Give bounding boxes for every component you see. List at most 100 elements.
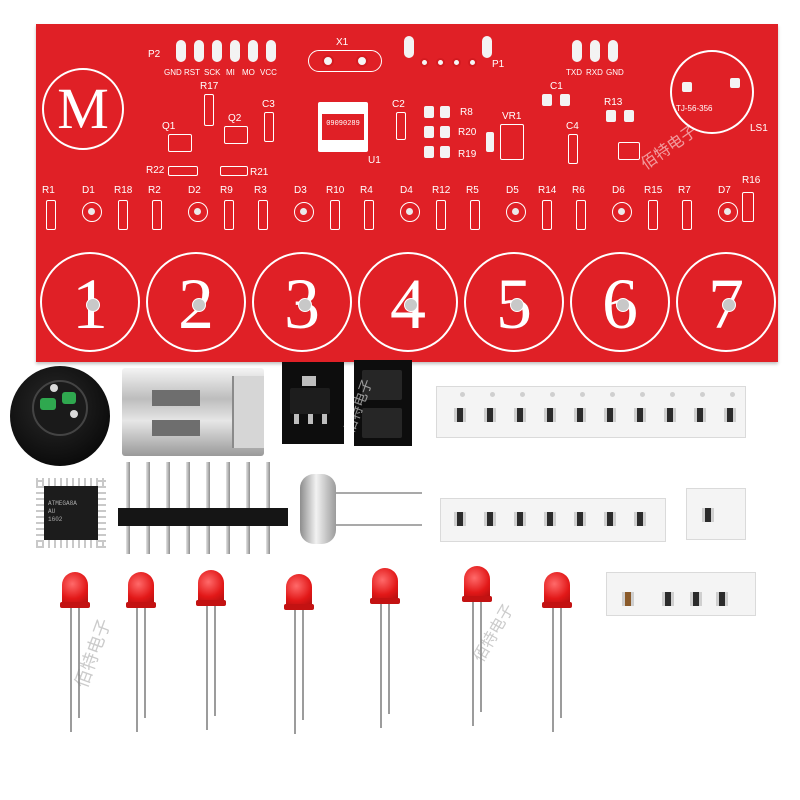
label-r21: R21 xyxy=(250,167,269,178)
usb-connector xyxy=(122,368,264,456)
crystal-oscillator xyxy=(300,474,422,544)
transistor-chip xyxy=(362,370,402,400)
label-ls1: LS1 xyxy=(750,123,768,134)
label-r22: R22 xyxy=(146,165,165,176)
smd-pad xyxy=(424,146,434,158)
smd-footprint xyxy=(152,200,162,230)
led-footprint xyxy=(294,202,314,222)
mcu-footprint-marking: 09090289 xyxy=(326,120,360,128)
ref-label: D3 xyxy=(294,185,307,196)
ref-label: R9 xyxy=(220,185,233,196)
mcu-pins xyxy=(98,478,106,548)
resistor-chip xyxy=(544,512,556,526)
label-c2: C2 xyxy=(392,99,405,110)
capacitor-chip xyxy=(622,592,634,606)
ref-label: R4 xyxy=(360,185,373,196)
touch-key: 2 xyxy=(146,252,246,352)
header-pad xyxy=(194,40,204,62)
smd-footprint xyxy=(264,112,274,142)
mcu-footprint: 09090289 xyxy=(318,102,368,152)
mcu-pins xyxy=(36,540,106,548)
resistor-chip xyxy=(694,408,706,422)
resistor-chip xyxy=(634,408,646,422)
led-rim xyxy=(284,604,314,610)
resistor-chip xyxy=(604,512,616,526)
mcu-marking-line: ATMEGA8A xyxy=(48,500,77,507)
header-pad xyxy=(212,40,222,62)
label-gnd: GND xyxy=(164,68,182,77)
pcb-board: P2 GND RST SCK MI MO VCC X1 P1 TXD RXD G… xyxy=(36,24,778,362)
usb-slot xyxy=(152,390,200,406)
label-r17: R17 xyxy=(200,81,219,92)
smd-footprint xyxy=(204,94,214,126)
label-c4: C4 xyxy=(566,121,579,132)
label-q1: Q1 xyxy=(162,121,176,132)
crystal-hole xyxy=(322,55,334,67)
smd-footprint xyxy=(682,200,692,230)
label-x1: X1 xyxy=(336,37,349,48)
capacitor-tape xyxy=(606,572,756,616)
smd-pad xyxy=(560,94,570,106)
ref-label: R5 xyxy=(466,185,479,196)
label-txd: TXD xyxy=(566,68,582,77)
led-leg xyxy=(552,608,554,732)
ref-label: D6 xyxy=(612,185,625,196)
buzzer-pin xyxy=(70,410,78,418)
ref-label: D4 xyxy=(400,185,413,196)
red-led xyxy=(60,572,90,732)
crystal-footprint xyxy=(308,50,382,72)
led-footprint xyxy=(612,202,632,222)
led-leg xyxy=(70,608,72,732)
label-q2: Q2 xyxy=(228,113,242,124)
smd-footprint xyxy=(742,192,754,222)
red-led xyxy=(284,574,314,734)
led-rim xyxy=(126,602,156,608)
tape-sprocket-hole xyxy=(520,392,525,397)
ref-label: R12 xyxy=(432,185,451,196)
led-leg xyxy=(294,610,296,734)
smd-footprint xyxy=(364,200,374,230)
usb-back xyxy=(232,376,264,448)
tape-sprocket-hole xyxy=(670,392,675,397)
smd-pad xyxy=(424,106,434,118)
resistor-chip xyxy=(514,512,526,526)
led-leg xyxy=(144,608,146,718)
header-pad xyxy=(248,40,258,62)
touch-key: 1 xyxy=(40,252,140,352)
led-footprint xyxy=(718,202,738,222)
buzzer xyxy=(10,366,110,466)
smd-pad xyxy=(542,94,552,106)
led-footprint xyxy=(400,202,420,222)
resistor-chip xyxy=(544,408,556,422)
touch-key-pad xyxy=(510,298,524,312)
smd-pad xyxy=(440,126,450,138)
led-leg xyxy=(380,604,382,728)
resistor-chip xyxy=(702,508,714,522)
mcu-marking-line: 1602 xyxy=(48,516,63,523)
label-vcc: VCC xyxy=(260,68,277,77)
label-c3: C3 xyxy=(262,99,275,110)
smd-footprint xyxy=(224,200,234,230)
touch-key: 4 xyxy=(358,252,458,352)
led-leg xyxy=(560,608,562,718)
resistor-chip xyxy=(484,512,496,526)
serial-pad xyxy=(590,40,600,62)
ref-label: R6 xyxy=(572,185,585,196)
touch-key-pad xyxy=(86,298,100,312)
transistor-footprint xyxy=(224,126,248,144)
label-r19: R19 xyxy=(458,149,477,160)
smd-footprint xyxy=(542,200,552,230)
mcu-chip: ATMEGA8A AU 1602 xyxy=(36,478,106,548)
buzzer-detail xyxy=(40,398,56,410)
ref-label: D2 xyxy=(188,185,201,196)
resistor-chip xyxy=(634,512,646,526)
tape-sprocket-hole xyxy=(460,392,465,397)
smd-pad xyxy=(440,146,450,158)
ref-label: R18 xyxy=(114,185,133,196)
label-gnd-right: GND xyxy=(606,68,624,77)
led-leg xyxy=(214,606,216,716)
smd-footprint xyxy=(470,200,480,230)
smd-footprint xyxy=(168,166,198,176)
tape-sprocket-hole xyxy=(490,392,495,397)
serial-pad xyxy=(572,40,582,62)
